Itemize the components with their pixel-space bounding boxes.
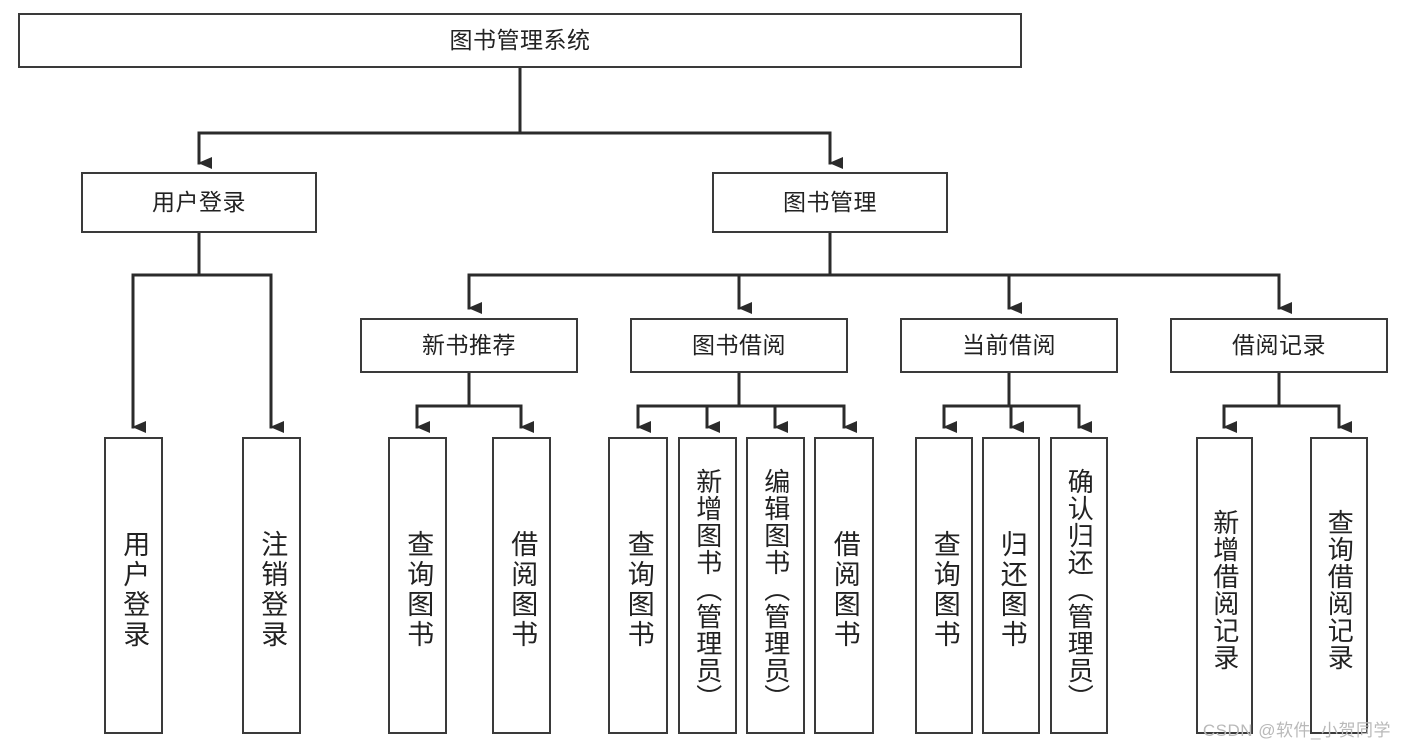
leaf-record-add-borrow-record[interactable]: 新增借阅记录 — [1196, 437, 1253, 734]
watermark-text: CSDN @软件_小贺同学 — [1202, 721, 1391, 740]
node-label: 图书管理 — [783, 188, 877, 215]
node-label: 图书管理系统 — [449, 26, 591, 53]
node-current-borrow[interactable]: 当前借阅 — [900, 318, 1118, 373]
node-label: 新增图书（管理员） — [692, 468, 723, 711]
leaf-borrow-edit-book-admin[interactable]: 编辑图书（管理员） — [746, 437, 805, 734]
node-new-book-recommend[interactable]: 新书推荐 — [360, 318, 578, 373]
node-label: 用户登录 — [119, 529, 150, 650]
node-label: 编辑图书（管理员） — [760, 468, 791, 711]
leaf-borrow-add-book-admin[interactable]: 新增图书（管理员） — [678, 437, 737, 734]
leaf-record-query-borrow-record[interactable]: 查询借阅记录 — [1310, 437, 1368, 734]
leaf-logout-login[interactable]: 注销登录 — [242, 437, 301, 734]
node-label: 用户登录 — [152, 188, 246, 215]
node-label: 注销登录 — [257, 529, 288, 650]
leaf-borrow-query-books[interactable]: 查询图书 — [608, 437, 668, 734]
node-label: 查询图书 — [929, 529, 960, 650]
node-label: 新增借阅记录 — [1209, 508, 1240, 671]
leaf-newbook-borrow-books[interactable]: 借阅图书 — [492, 437, 551, 734]
node-label: 查询借阅记录 — [1324, 508, 1355, 671]
leaf-current-return-books[interactable]: 归还图书 — [982, 437, 1040, 734]
node-label: 当前借阅 — [962, 331, 1056, 358]
node-label: 借阅图书 — [507, 529, 538, 650]
leaf-current-query-books[interactable]: 查询图书 — [915, 437, 973, 734]
node-label: 借阅记录 — [1232, 331, 1326, 358]
leaf-borrow-borrow-books[interactable]: 借阅图书 — [814, 437, 874, 734]
node-root-book-management-system[interactable]: 图书管理系统 — [18, 13, 1022, 68]
node-book-management[interactable]: 图书管理 — [712, 172, 948, 233]
node-label: 查询图书 — [403, 529, 434, 650]
node-label: 新书推荐 — [422, 331, 516, 358]
node-label: 查询图书 — [623, 529, 654, 650]
node-label: 确认归还（管理员） — [1064, 468, 1095, 711]
leaf-user-login[interactable]: 用户登录 — [104, 437, 163, 734]
node-borrow-record[interactable]: 借阅记录 — [1170, 318, 1388, 373]
node-book-borrow[interactable]: 图书借阅 — [630, 318, 848, 373]
node-label: 图书借阅 — [692, 331, 786, 358]
node-label: 归还图书 — [996, 529, 1027, 650]
leaf-current-confirm-return-admin[interactable]: 确认归还（管理员） — [1050, 437, 1108, 734]
node-user-login[interactable]: 用户登录 — [81, 172, 317, 233]
node-label: 借阅图书 — [829, 529, 860, 650]
leaf-newbook-query-books[interactable]: 查询图书 — [388, 437, 447, 734]
